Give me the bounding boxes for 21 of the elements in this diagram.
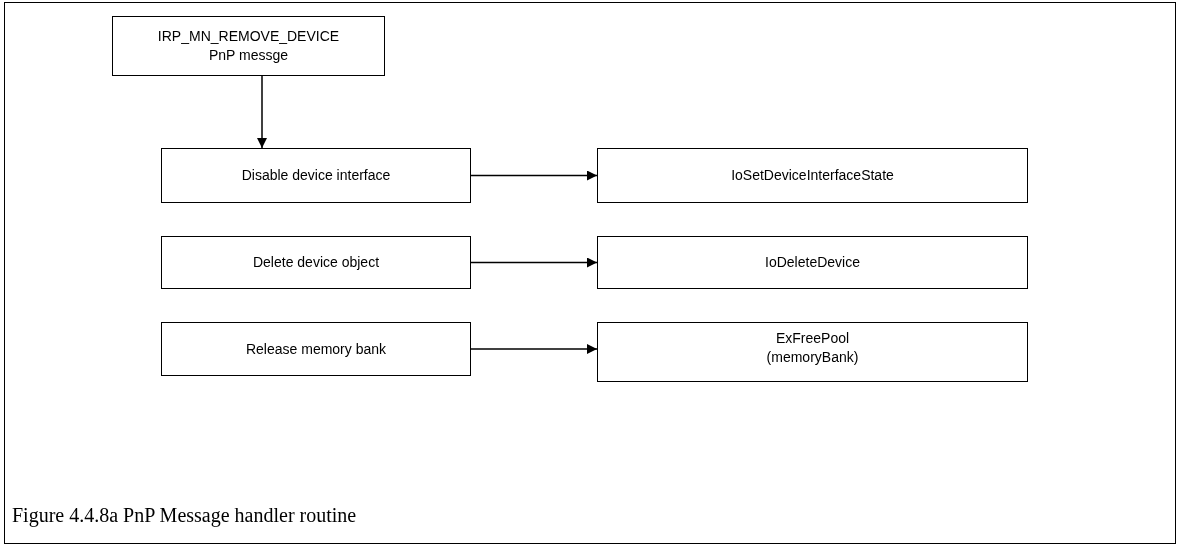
process-box [161,148,471,203]
figure-caption: Figure 4.4.8a PnP Message handler routine [12,504,357,527]
box-text: Disable device interface [241,166,391,185]
box-text: Release memory bank [245,339,387,359]
box-text: IoDeleteDevice [765,253,860,272]
process-box [597,236,1028,289]
arrow [470,344,598,354]
box-text: ExFreePool [775,329,850,348]
process-box [597,322,1028,382]
arrow [470,257,598,268]
box-text: IRP_MN_REMOVE_DEVICE [157,27,340,46]
arrow [470,170,598,181]
arrow [257,75,267,149]
box-text: (memoryBank) [766,348,859,367]
process-box [161,322,471,376]
box-text: Delete device object [252,253,380,272]
box-text: IoSetDeviceInterfaceState [731,166,894,185]
process-box [597,148,1028,203]
box-text: PnP messge [208,46,289,65]
process-box [161,236,471,289]
process-box [112,16,385,76]
